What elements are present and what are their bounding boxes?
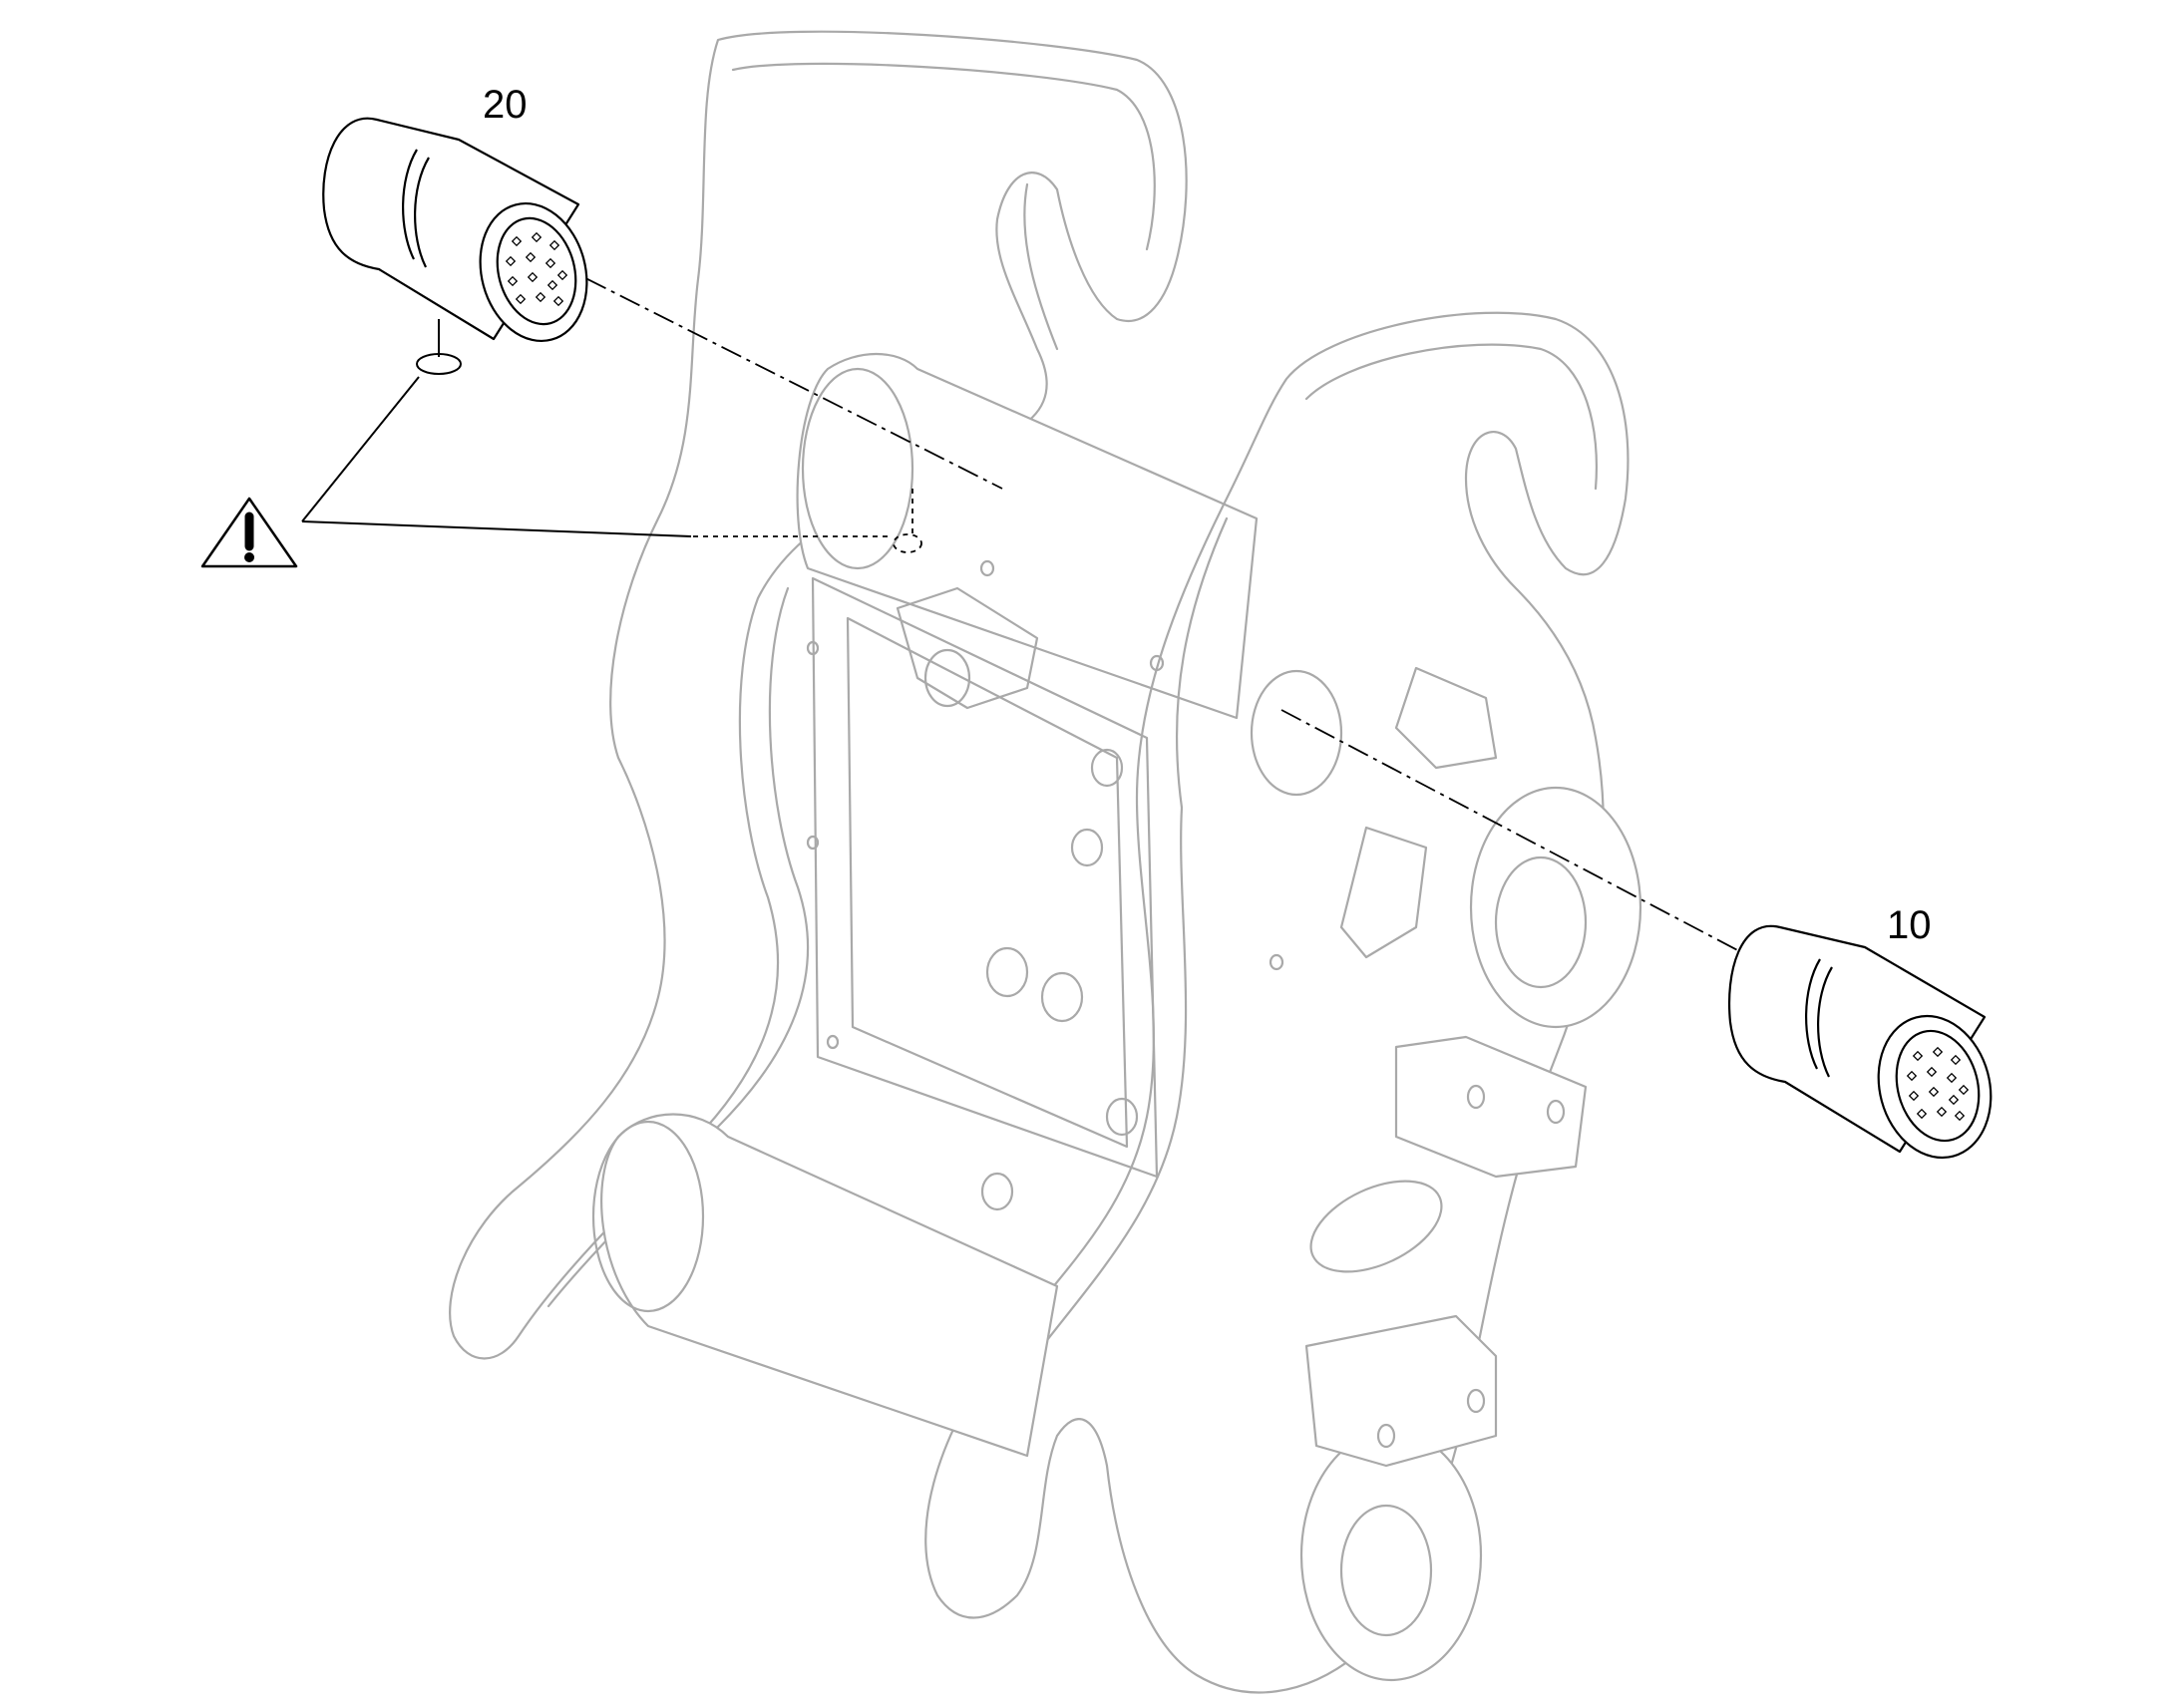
bushing-20-bore (496, 216, 577, 326)
coupler-frame (449, 30, 1642, 1694)
bushing-10-face (1877, 1014, 1993, 1160)
right-side-plate-inner (1025, 343, 1598, 1368)
bushing-20-lube-holes-hole (552, 295, 564, 307)
bushing-10-lube-holes-hole (1916, 1108, 1928, 1120)
grease-marker (416, 353, 462, 375)
bushing-20-lube-holes-hole (548, 239, 560, 251)
lug-lower (1304, 1314, 1498, 1468)
bottom-cross-tube (600, 1113, 1059, 1458)
name-plate (1309, 1180, 1443, 1273)
side-hole-2 (1149, 654, 1165, 672)
lug-lower-hole-b (1466, 1388, 1486, 1414)
lug-middle (1394, 1035, 1588, 1179)
central-pocket (811, 576, 1159, 1179)
bushing-20-lube-holes-hole (546, 279, 558, 291)
bushing-10-lube-holes-hole (1950, 1054, 1962, 1066)
central-pocket-inner (846, 616, 1129, 1149)
bottom-tube-end (591, 1120, 705, 1313)
side-hole-3 (1269, 953, 1284, 971)
bushing-20-lube-holes-hole (505, 255, 517, 267)
pocket-hole-6 (1090, 748, 1124, 788)
bushing-10-lube-holes-hole (1932, 1046, 1944, 1058)
bushing-20-groove (402, 149, 430, 268)
bushing-10-lube-holes-hole (1912, 1050, 1924, 1062)
bushing-20-lube-holes-hole (507, 275, 519, 287)
upper-boss-bore (1494, 855, 1588, 989)
callout-part-10: 10 (1887, 903, 1932, 947)
bushing-part-10 (1728, 924, 1993, 1160)
pocket-hole-3 (1040, 971, 1084, 1023)
hidden-lube-path (693, 489, 913, 537)
callout-part-20: 20 (483, 83, 528, 127)
bushing-20-lube-holes-hole (511, 235, 523, 247)
side-hole-5 (806, 835, 820, 851)
bushing-20-face (479, 201, 588, 343)
bushing-20-lube-holes-hole (531, 231, 543, 243)
warning-leader-upper (301, 376, 420, 522)
upper-boss (1469, 786, 1642, 1029)
lug-middle-hole-b (1546, 1099, 1566, 1125)
top-tube-end (801, 367, 914, 570)
bushing-10-lube-holes-hole (1958, 1084, 1970, 1096)
hidden-lube-port (893, 533, 922, 553)
pocket-hole-5 (980, 1172, 1014, 1211)
bushing-10-lube-holes (1906, 1046, 1970, 1122)
top-cross-tube (796, 353, 1259, 720)
left-side-plate (449, 30, 1188, 1360)
bushing-10-lube-holes-hole (1928, 1086, 1940, 1098)
lug-lower-hole-a (1376, 1423, 1396, 1449)
pocket-hole-4 (1105, 1097, 1139, 1137)
hinge-eye (923, 648, 971, 708)
bushing-20-lube-holes-hole (535, 291, 546, 303)
bushing-10-bore (1895, 1029, 1981, 1143)
hinge-bracket (896, 586, 1039, 710)
bushing-20-lube-holes-hole (527, 271, 539, 283)
pocket-hole-1 (1070, 828, 1104, 867)
bushing-10-lube-holes-hole (1954, 1110, 1966, 1122)
plate-bore-1 (1250, 669, 1343, 797)
pocket-hole-2 (985, 946, 1029, 998)
axis-line-part-10 (1280, 709, 1761, 963)
bushing-10-lube-holes-hole (1948, 1094, 1960, 1106)
axis-line-part-20 (518, 243, 1003, 490)
warning-triangle-icon (200, 497, 298, 568)
bushing-10-lube-holes-hole (1906, 1070, 1918, 1082)
square-window (1394, 666, 1498, 770)
side-hole-6 (826, 1034, 840, 1050)
bushing-20-lube-holes-hole (525, 251, 537, 263)
bushing-20-lube-holes-hole (545, 257, 556, 269)
bushing-20-lube-holes (505, 231, 568, 307)
bushing-10-groove (1805, 958, 1833, 1078)
bushing-part-20 (322, 117, 588, 343)
lower-boss (1299, 1429, 1483, 1682)
side-hole-1 (979, 559, 995, 577)
lug-middle-hole-a (1466, 1084, 1486, 1110)
bushing-10-lube-holes-hole (1936, 1106, 1948, 1118)
warning-leader-lower (301, 520, 692, 537)
bushing-10-lube-holes-hole (1946, 1072, 1958, 1084)
bushing-10-lube-holes-hole (1908, 1090, 1920, 1102)
wedge-block (1339, 826, 1428, 959)
side-hole-4 (806, 640, 820, 656)
lower-boss-bore (1339, 1504, 1433, 1637)
bushing-20-lube-holes-hole (556, 269, 568, 281)
bushing-10-lube-holes-hole (1926, 1066, 1938, 1078)
bushing-20-lube-holes-hole (515, 293, 527, 305)
